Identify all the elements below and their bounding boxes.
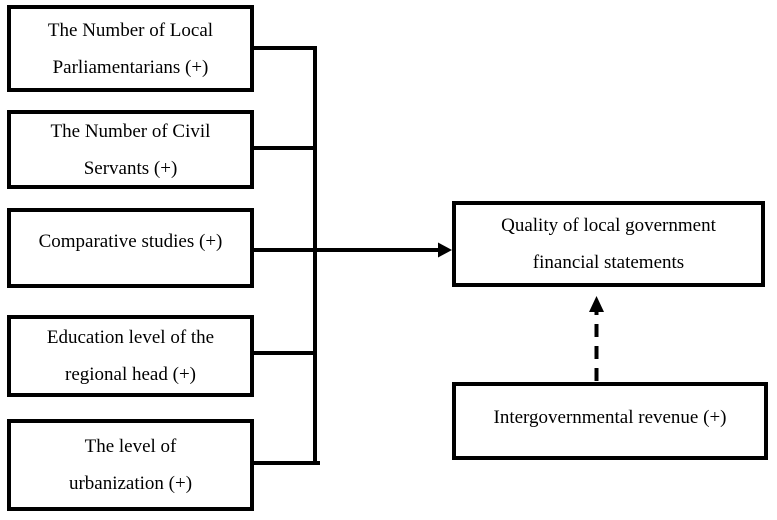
arrowhead-up-icon xyxy=(589,296,604,312)
box-label-line: Education level of the xyxy=(46,327,215,348)
box-label-line: regional head (+) xyxy=(65,364,196,385)
box-label-line: financial statements xyxy=(532,252,685,273)
predictor-box-comparative-studies: Comparative studies (+) xyxy=(7,208,254,288)
box-label-line: The level of xyxy=(84,436,177,457)
outcome-box-quality-of-financial-statements: Quality of local government financial st… xyxy=(452,201,765,287)
box-label-line: Quality of local government xyxy=(501,215,716,236)
box-label-line: Parliamentarians (+) xyxy=(52,56,209,78)
box-label-line: Intergovernmental revenue (+) xyxy=(493,406,727,428)
box-label-line: Servants (+) xyxy=(83,157,178,179)
arrowhead-right-icon xyxy=(438,242,452,258)
box-label-line: The Number of Local xyxy=(47,19,214,41)
box-label-line: The Number of Civil xyxy=(50,120,211,142)
predictor-box-local-parliamentarians: The Number of Local Parliamentarians (+) xyxy=(7,5,254,92)
predictor-box-education-level: Education level of the regional head (+) xyxy=(7,315,254,397)
predictor-box-civil-servants: The Number of Civil Servants (+) xyxy=(7,110,254,189)
box-label-line: urbanization (+) xyxy=(68,473,193,494)
predictor-box-urbanization: The level of urbanization (+) xyxy=(7,419,254,511)
moderator-box-intergovernmental-revenue: Intergovernmental revenue (+) xyxy=(452,382,768,460)
box-label-line: Comparative studies (+) xyxy=(38,230,223,252)
